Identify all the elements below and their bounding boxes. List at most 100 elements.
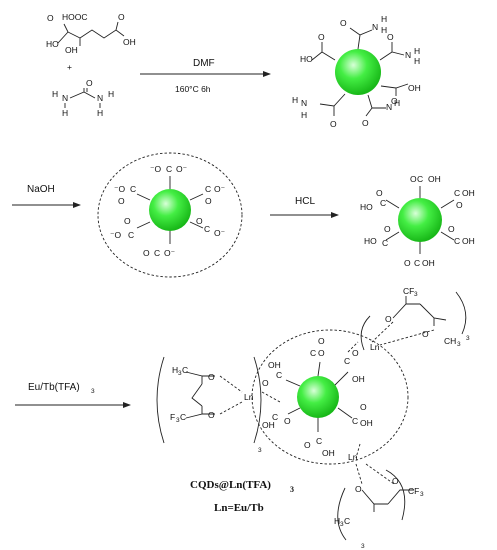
svg-text:C: C bbox=[414, 258, 420, 268]
svg-text:O: O bbox=[387, 32, 394, 42]
svg-text:⁻O: ⁻O bbox=[114, 184, 125, 194]
svg-text:O⁻: O⁻ bbox=[214, 184, 226, 194]
plus-sign: + bbox=[67, 62, 72, 72]
svg-text:O: O bbox=[385, 314, 392, 324]
svg-text:O: O bbox=[318, 32, 325, 42]
bottom-h3c: H bbox=[334, 516, 340, 526]
svg-text:O: O bbox=[410, 174, 417, 184]
cqd-carboxylate-product: ⁻O C O⁻ ⁻O C O C O⁻ O ⁻O C O C O⁻ O C O⁻… bbox=[97, 152, 243, 278]
svg-text:3: 3 bbox=[420, 491, 424, 498]
step-1-conditions: 160°C 6h bbox=[175, 84, 211, 94]
svg-text:O⁻: O⁻ bbox=[214, 228, 226, 238]
bottom-right-tfa-ligand: Ln O O H 3 C CF 3 3 bbox=[334, 452, 424, 550]
svg-text:C: C bbox=[352, 416, 358, 426]
citric-acid-molecule: HOOC HO OH OH O O bbox=[46, 12, 136, 55]
carbon-dot-1 bbox=[335, 49, 381, 95]
svg-text:C: C bbox=[382, 238, 388, 248]
left-f3c: F bbox=[170, 412, 175, 422]
svg-text:C: C bbox=[166, 164, 172, 174]
svg-text:O: O bbox=[392, 476, 399, 486]
svg-text:3: 3 bbox=[414, 291, 418, 298]
svg-text:O: O bbox=[205, 196, 212, 206]
svg-text:⁻O: ⁻O bbox=[110, 230, 121, 240]
left-tfa-ligand: H 3 C O F 3 C O Ln 3 bbox=[156, 356, 262, 454]
svg-text:O: O bbox=[340, 18, 347, 28]
ln-definition: Ln=Eu/Tb bbox=[214, 502, 264, 514]
svg-text:C: C bbox=[417, 174, 423, 184]
svg-text:HO: HO bbox=[360, 202, 373, 212]
svg-text:N: N bbox=[62, 93, 68, 103]
svg-text:O: O bbox=[124, 216, 131, 226]
svg-text:O: O bbox=[422, 329, 429, 339]
svg-text:OH: OH bbox=[262, 420, 275, 430]
svg-text:C: C bbox=[272, 412, 278, 422]
step-1-reagent: DMF bbox=[193, 58, 215, 69]
svg-text:H: H bbox=[381, 14, 387, 24]
step-4-arrow: Eu/Tb(TFA) 3 bbox=[15, 382, 131, 408]
bottom-count: 3 bbox=[361, 543, 365, 550]
svg-text:O: O bbox=[262, 378, 269, 388]
carbon-dot-2 bbox=[149, 189, 191, 231]
svg-text:OH: OH bbox=[268, 360, 281, 370]
svg-text:H: H bbox=[394, 98, 400, 108]
svg-text:O: O bbox=[318, 336, 325, 346]
svg-text:H: H bbox=[381, 25, 387, 35]
svg-text:OH: OH bbox=[322, 448, 335, 458]
svg-text:C: C bbox=[380, 198, 386, 208]
top-cf3-label: CF bbox=[403, 286, 414, 296]
svg-text:OH: OH bbox=[360, 418, 373, 428]
svg-text:O: O bbox=[391, 96, 398, 106]
top-count: 3 bbox=[466, 335, 470, 342]
svg-text:C: C bbox=[344, 356, 350, 366]
svg-text:3: 3 bbox=[340, 521, 344, 528]
svg-text:O: O bbox=[362, 118, 369, 128]
step-3-reagent: HCL bbox=[295, 196, 315, 207]
step-2-arrow: NaOH bbox=[12, 184, 81, 208]
svg-text:OH: OH bbox=[408, 83, 421, 93]
svg-text:O: O bbox=[118, 196, 125, 206]
svg-text:O: O bbox=[318, 348, 325, 358]
svg-text:N: N bbox=[97, 93, 103, 103]
svg-text:C: C bbox=[344, 516, 350, 526]
cqd-acid-product: O OH C O HO C C OH O HO C O C OH O C OH … bbox=[360, 174, 475, 268]
svg-text:O: O bbox=[208, 372, 215, 382]
svg-text:O: O bbox=[355, 484, 362, 494]
svg-text:H: H bbox=[52, 89, 58, 99]
top-ch3-label: CH bbox=[444, 336, 456, 346]
product-name: CQDs@Ln(TFA) bbox=[190, 479, 271, 491]
product-subscript: 3 bbox=[290, 485, 294, 494]
svg-text:O: O bbox=[404, 258, 411, 268]
svg-text:H: H bbox=[62, 108, 68, 118]
step-3-arrow: HCL bbox=[270, 196, 339, 218]
carbon-dot-4 bbox=[297, 376, 339, 418]
product-caption: CQDs@Ln(TFA) 3 Ln=Eu/Tb bbox=[190, 479, 294, 514]
svg-text:O⁻: O⁻ bbox=[164, 248, 176, 258]
svg-text:C: C bbox=[154, 248, 160, 258]
svg-text:H: H bbox=[108, 89, 114, 99]
svg-text:3: 3 bbox=[457, 341, 461, 348]
svg-text:N: N bbox=[372, 22, 378, 32]
dashed-boundary-1 bbox=[97, 152, 243, 278]
svg-text:C: C bbox=[180, 412, 186, 422]
svg-text:O: O bbox=[456, 200, 463, 210]
bottom-cf3-label: CF bbox=[408, 486, 419, 496]
step-1-arrow: DMF 160°C 6h bbox=[140, 58, 271, 94]
svg-text:H: H bbox=[301, 110, 307, 120]
svg-text:O: O bbox=[284, 416, 291, 426]
dashed-boundary-2 bbox=[251, 329, 409, 465]
step-2-reagent: NaOH bbox=[27, 184, 55, 195]
cqd-ln-complex: C O O C OH O C OH O C OH O C OH O C OH O bbox=[251, 329, 409, 465]
svg-text:C: C bbox=[316, 436, 322, 446]
svg-text:OH: OH bbox=[123, 37, 136, 47]
svg-text:OH: OH bbox=[462, 236, 475, 246]
svg-text:O: O bbox=[143, 248, 150, 258]
svg-text:C: C bbox=[130, 184, 136, 194]
svg-text:O: O bbox=[86, 78, 93, 88]
svg-text:HOOC: HOOC bbox=[62, 12, 88, 22]
svg-text:N: N bbox=[301, 98, 307, 108]
svg-text:N: N bbox=[405, 50, 411, 60]
citric-oh-label: OH bbox=[65, 45, 78, 55]
left-ln: Ln bbox=[244, 392, 254, 402]
left-h3c: H bbox=[172, 365, 178, 375]
svg-text:C: C bbox=[205, 184, 211, 194]
